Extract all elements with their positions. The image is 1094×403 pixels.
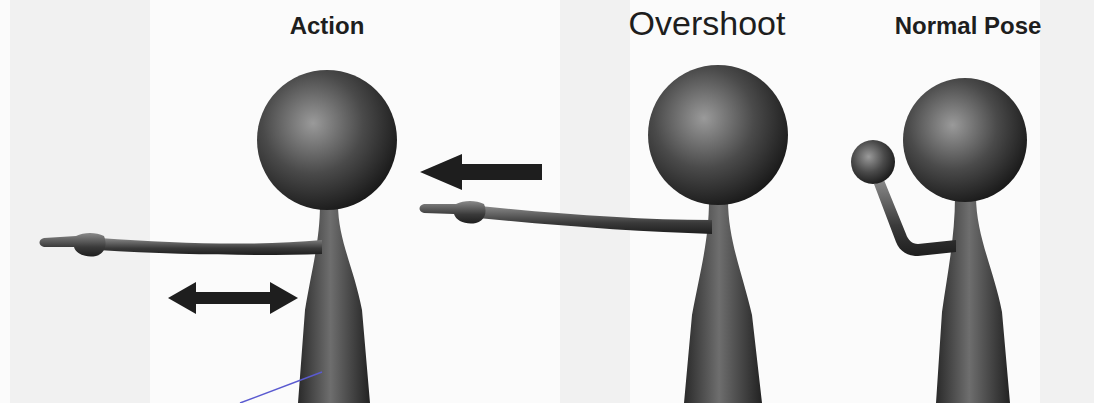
pen-mark <box>240 372 322 403</box>
figure-head <box>648 65 788 205</box>
figure-label: Action <box>290 12 365 40</box>
figure-label: Normal Pose <box>895 12 1042 40</box>
background-ghost <box>10 0 1094 403</box>
pointing-hand <box>40 233 106 257</box>
motion-arrow <box>420 154 542 190</box>
figure-arm <box>478 206 712 234</box>
figure-body <box>936 196 1010 403</box>
normal-pose-figure <box>851 78 1027 403</box>
fist <box>851 140 895 184</box>
figure-body <box>298 204 370 403</box>
figure-head <box>903 78 1027 202</box>
figure-arm <box>98 238 322 255</box>
figure-head <box>257 70 397 210</box>
pointing-hand <box>420 201 486 224</box>
overshoot-figure <box>420 65 789 403</box>
figure-label: Overshoot <box>629 4 786 43</box>
action-figure <box>40 70 398 403</box>
double-arrow <box>168 282 298 314</box>
